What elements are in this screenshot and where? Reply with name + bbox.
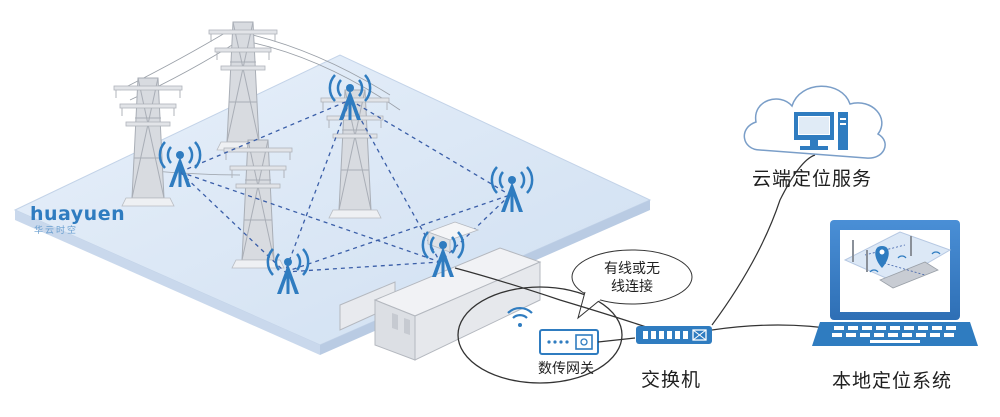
gateway-icon [539,329,599,355]
connection-bubble [571,249,693,320]
gateway-zone [457,286,623,384]
monitor-icon [830,220,960,320]
brand-name: huayuen [30,203,126,225]
wifi-icon [507,306,533,327]
building [339,221,542,361]
laptop-icon [812,322,978,346]
computer-icon [794,112,848,150]
connection-bubble-line1: 有线或无 [604,261,660,277]
switch-icon [636,326,712,344]
location-pin-icon [875,246,889,268]
cloud-service-label: 云端定位服务 [752,168,873,190]
brand-subtitle: 华云时空 [34,226,79,236]
gateway-label: 数传网关 [538,361,594,377]
brand-logo: huayuen 华云时空 [30,203,125,236]
connection-bubble-line2: 线连接 [611,279,653,295]
switch-label: 交换机 [641,369,702,391]
local-system-label: 本地定位系统 [832,370,953,392]
